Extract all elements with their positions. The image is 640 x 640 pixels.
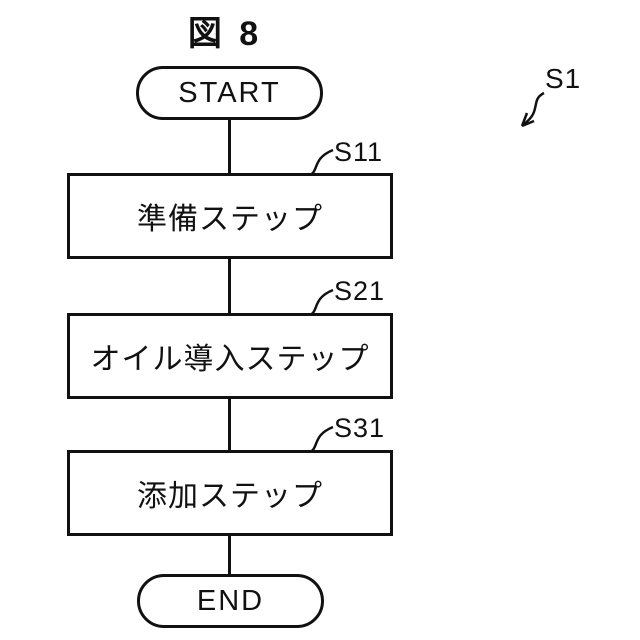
- step-ref-label-s21: S21: [334, 276, 386, 306]
- end-terminal-label: END: [196, 584, 265, 617]
- step-box-s31: 添加ステップ: [67, 450, 393, 536]
- start-terminal-label: START: [178, 76, 281, 109]
- step-ref-label-s31: S31: [334, 413, 386, 443]
- step-box-s21-label: オイル導入ステップ: [90, 343, 370, 376]
- figure-title: 図 8: [187, 15, 263, 53]
- s1-arrowhead-icon: [520, 112, 535, 128]
- step-box-s11: 準備ステップ: [67, 173, 393, 259]
- end-terminal: END: [137, 574, 324, 628]
- step-box-s21: オイル導入ステップ: [67, 313, 393, 399]
- step-box-s31-label: 添加ステップ: [137, 480, 323, 513]
- step-ref-label-s11: S11: [334, 137, 384, 167]
- s1-reference-arrow: [523, 91, 545, 126]
- overall-reference-label-s1: S1: [545, 63, 582, 94]
- start-terminal: START: [136, 66, 323, 120]
- step-box-s11-label: 準備ステップ: [137, 203, 323, 236]
